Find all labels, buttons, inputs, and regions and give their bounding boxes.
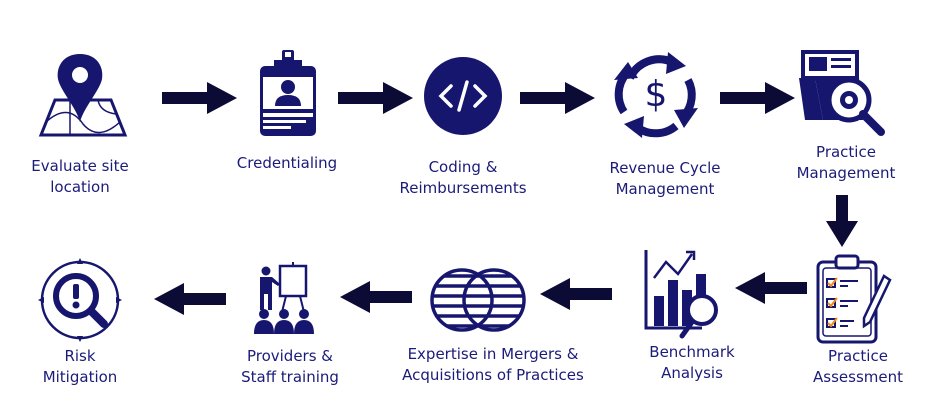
step-label-credentialing: Credentialing xyxy=(236,154,338,172)
map-pin-icon xyxy=(38,54,128,137)
arrow-left-icon xyxy=(154,283,226,315)
document-gear-search-icon xyxy=(799,50,885,136)
step-label-coding: Coding &Reimbursements xyxy=(399,158,527,197)
venn-merge-icon xyxy=(430,268,526,332)
id-badge-icon xyxy=(260,50,316,136)
code-icon xyxy=(424,57,502,135)
risk-magnifier-icon xyxy=(38,258,122,342)
step-label-mergers: Expertise in Mergers &Acquisitions of Pr… xyxy=(402,345,584,384)
chart-magnifier-icon xyxy=(644,250,718,339)
arrow-left-icon xyxy=(735,272,807,304)
step-label-providers-training: Providers &Staff training xyxy=(241,347,339,386)
arrow-left-icon xyxy=(340,281,412,313)
svg-text:$: $ xyxy=(645,74,668,115)
arrow-right-icon xyxy=(720,82,795,114)
arrow-right-icon xyxy=(338,82,413,114)
arrow-right-icon xyxy=(520,82,595,114)
dollar-cycle-icon: $ xyxy=(614,52,698,138)
arrow-right-icon xyxy=(162,82,237,114)
arrow-down-icon xyxy=(826,195,858,247)
arrow-left-icon xyxy=(540,278,612,310)
clipboard-checklist-icon xyxy=(816,254,892,344)
presentation-icon xyxy=(254,262,314,334)
